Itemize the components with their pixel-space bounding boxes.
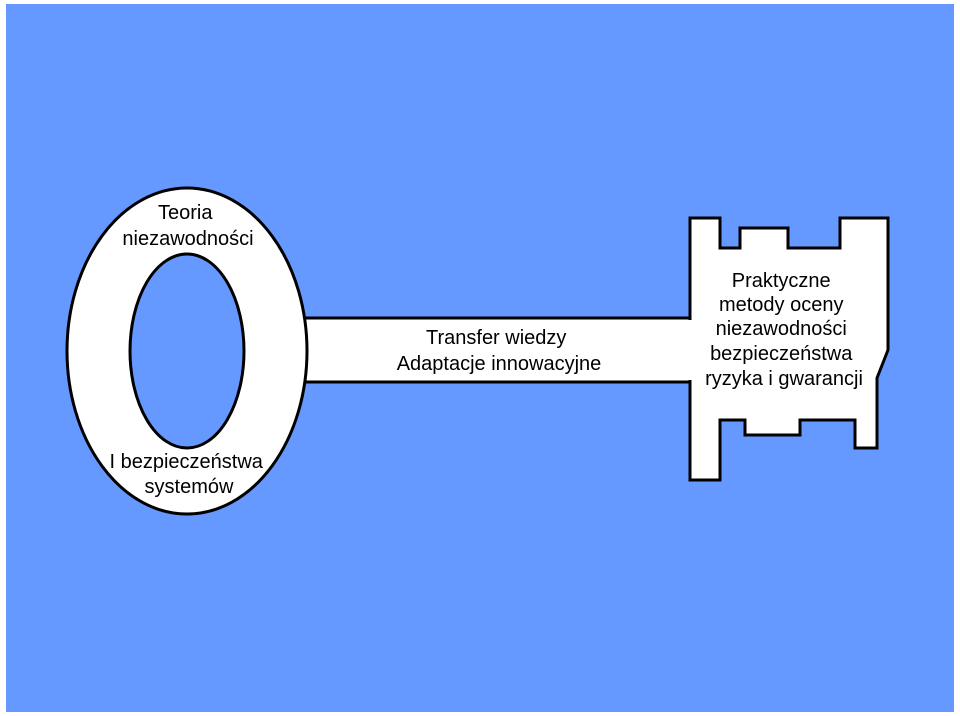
bit-label-line-1: Praktyczne [732,270,831,292]
key-shaft [288,316,702,384]
key-bow-hole [128,252,246,450]
bow-label-line-2: niezawodności [122,228,253,250]
bow-bottom-line-1: I bezpieczeństwa [110,451,264,473]
bit-label-line-3: niezawodności [716,318,847,340]
key-bit [688,216,890,482]
shaft-bit-join [686,320,694,380]
shaft-label-line-2: Adaptacje innowacyjne [397,353,602,375]
bit-label-line-4: bezpieczeństwa [710,343,853,365]
bit-label-line-2: metody oceny [719,294,844,316]
bow-label-line-1: Teoria [158,202,213,224]
bit-label-line-5: ryzyka i gwarancji [705,368,863,390]
shaft-label: Transfer wiedzy Adaptacje innowacyjne [397,327,602,375]
shaft-label-line-1: Transfer wiedzy [426,327,566,349]
key-shape [65,186,890,516]
bow-bottom-line-2: systemów [145,476,234,498]
bit-label: Praktyczne metody oceny niezawodności be… [705,270,863,390]
bow-label-top: Teoria niezawodności [122,202,253,250]
bow-label-bottom: I bezpieczeństwa systemów [110,451,269,498]
